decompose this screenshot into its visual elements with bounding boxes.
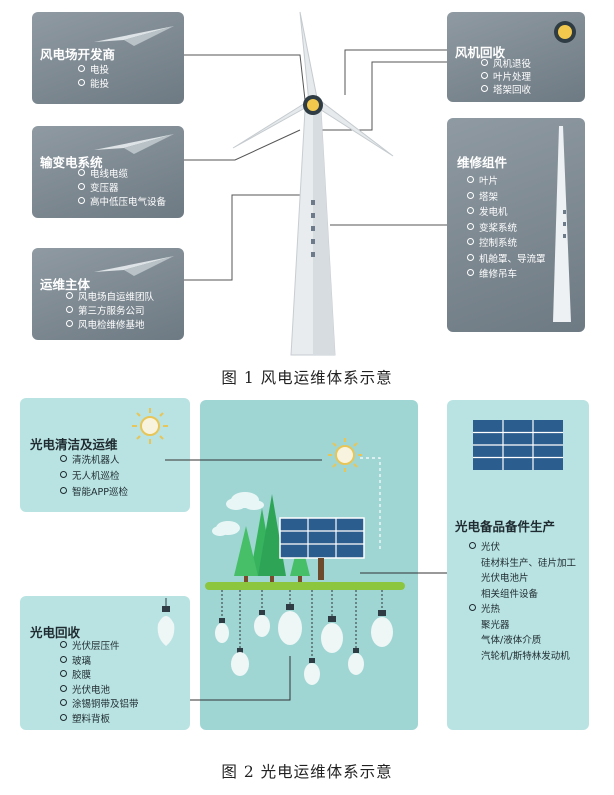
solar-panel-icon [279, 517, 365, 580]
paper-plane-icon [94, 256, 174, 276]
connector-operators [183, 194, 312, 281]
maintenance-box: 维修组件 叶片 塔架 发电机 变桨系统 控制系统 机舱罩、导流罩 维修吊车 [447, 118, 585, 332]
cleaning-box: 光电清洁及运维 清洗机器人 无人机巡检 智能APP巡检 [20, 398, 190, 512]
list-item: 智能APP巡检 [60, 485, 128, 501]
list-item: 能投 [78, 78, 109, 92]
connector-recycling-2 [322, 61, 448, 131]
sun-icon [554, 21, 576, 43]
production-box: 光电备品备件生产 光伏 硅材料生产、硅片加工 光伏电池片 相关组件设备 光热 聚… [447, 400, 589, 730]
connector-developer [183, 54, 306, 101]
recycling-list: 风机退役 叶片处理 塔架回收 [481, 58, 531, 97]
figure-1-caption: 图 1 风电运维体系示意 [221, 369, 393, 387]
list-item: 塔架 [467, 190, 546, 206]
developer-box: 风电场开发商 电投 能投 [32, 12, 184, 104]
list-item: 玻璃 [60, 655, 139, 670]
list-item: 风电检维修基地 [66, 319, 154, 333]
cloud-icon [212, 492, 264, 536]
list-item: 叶片处理 [481, 71, 531, 84]
maintenance-list: 叶片 塔架 发电机 变桨系统 控制系统 机舱罩、导流罩 维修吊车 [467, 174, 546, 283]
list-item: 塑料背板 [60, 713, 139, 728]
list-item: 维修吊车 [467, 267, 546, 283]
light-bulb-icons [215, 590, 393, 685]
connector-recovery [190, 656, 291, 701]
list-item: 高中低压电气设备 [78, 196, 166, 210]
production-group-thermal: 光热 [469, 602, 576, 618]
list-item: 涂锡铜带及铝带 [60, 698, 139, 713]
operators-list: 风电场自运维团队 第三方服务公司 风电检维修基地 [66, 291, 154, 333]
developer-list: 电投 能投 [78, 64, 109, 92]
connector-transmission [183, 129, 301, 161]
light-bulb-icon [157, 598, 175, 646]
list-item: 叶片 [467, 174, 546, 190]
tree-group [234, 494, 310, 584]
list-item: 电线电缆 [78, 168, 166, 182]
list-item: 无人机巡检 [60, 469, 128, 485]
connector-recycling [344, 49, 448, 95]
list-item: 相关组件设备 [481, 588, 539, 600]
paper-plane-icon [94, 26, 174, 46]
figure-2-caption: 图 2 光电运维体系示意 [221, 763, 393, 781]
list-item: 风机退役 [481, 58, 531, 71]
list-item: 变压器 [78, 182, 166, 196]
turbine-blade-left [232, 99, 311, 149]
turbine-blade-top [299, 11, 319, 104]
recycling-title: 风机回收 [455, 45, 506, 60]
production-group-pv: 光伏 [469, 540, 576, 556]
transmission-box: 输变电系统 电线电缆 变压器 高中低压电气设备 [32, 126, 184, 218]
list-item: 硅材料生产、硅片加工 [481, 557, 577, 569]
operators-title: 运维主体 [40, 277, 91, 292]
list-item: 汽轮机/斯特林发动机 [481, 650, 570, 662]
transmission-list: 电线电缆 变压器 高中低压电气设备 [78, 168, 166, 210]
list-item: 电投 [78, 64, 109, 78]
list-item: 聚光器 [481, 619, 510, 631]
list-item: 控制系统 [467, 236, 546, 252]
ground-bar [205, 582, 405, 590]
list-item: 气体/液体介质 [481, 635, 542, 646]
solar-panel-icon [473, 420, 563, 470]
recycling-box: 风机回收 风机退役 叶片处理 塔架回收 [447, 12, 585, 102]
recovery-title: 光电回收 [30, 625, 81, 640]
cleaning-list: 清洗机器人 无人机巡检 智能APP巡检 [60, 453, 128, 501]
list-item: 发电机 [467, 205, 546, 221]
blade-icon [553, 126, 571, 322]
list-item: 机舱罩、导流罩 [467, 252, 546, 268]
recovery-box: 光电回收 光伏层压件 玻璃 胶膜 光伏电池 涂锡铜带及铝带 塑料背板 [20, 596, 190, 730]
wind-turbine-illustration [183, 11, 448, 356]
list-item: 胶膜 [60, 669, 139, 684]
sun-icon [328, 438, 362, 472]
list-item: 光伏电池片 [481, 573, 529, 584]
recovery-list: 光伏层压件 玻璃 胶膜 光伏电池 涂锡铜带及铝带 塑料背板 [60, 640, 139, 727]
list-item: 变桨系统 [467, 221, 546, 237]
paper-plane-icon [94, 134, 174, 154]
developer-title: 风电场开发商 [40, 47, 116, 62]
operators-box: 运维主体 风电场自运维团队 第三方服务公司 风电检维修基地 [32, 248, 184, 340]
list-item: 风电场自运维团队 [66, 291, 154, 305]
production-title: 光电备品备件生产 [455, 519, 556, 534]
solar-scene-illustration [165, 438, 448, 701]
cleaning-title: 光电清洁及运维 [30, 437, 118, 452]
turbine-blade-right [317, 101, 394, 157]
sun-icon [132, 408, 168, 444]
production-list: 光伏 硅材料生产、硅片加工 光伏电池片 相关组件设备 光热 聚光器 气体/液体介… [469, 540, 576, 664]
maintenance-title: 维修组件 [457, 155, 508, 170]
transmission-title: 输变电系统 [40, 155, 103, 170]
list-item: 清洗机器人 [60, 453, 128, 469]
list-item: 光伏电池 [60, 684, 139, 699]
list-item: 塔架回收 [481, 84, 531, 97]
list-item: 光伏层压件 [60, 640, 139, 655]
list-item: 第三方服务公司 [66, 305, 154, 319]
